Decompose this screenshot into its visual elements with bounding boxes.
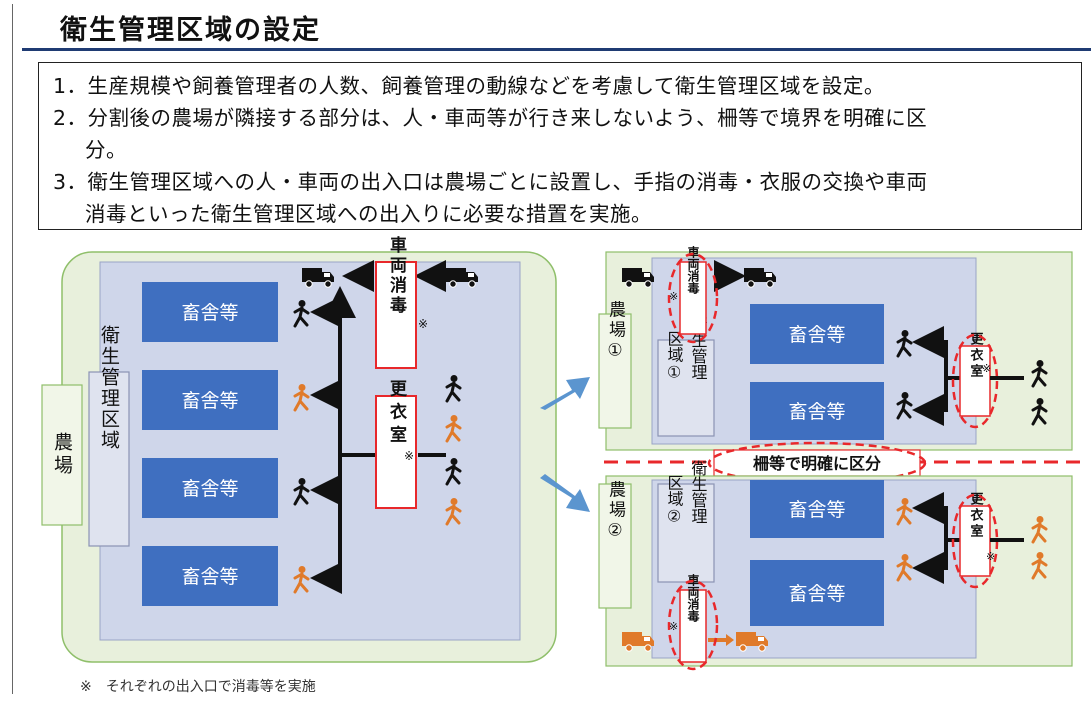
farm-2-barn-1-label: 畜舎等 bbox=[788, 499, 845, 521]
title-edge-line bbox=[12, 4, 13, 694]
farm-label-box bbox=[41, 384, 83, 526]
boundary-label-box bbox=[713, 449, 921, 477]
zone-label: 衛生管理区域 bbox=[98, 325, 120, 451]
note-mark: ※ bbox=[982, 362, 991, 375]
farm-2-disinfection-label: 車両消毒 bbox=[686, 573, 700, 623]
farm-label: 農場 bbox=[51, 432, 73, 478]
barn-2: 畜舎等 bbox=[142, 370, 278, 430]
farm-2-label: 農場② bbox=[605, 480, 626, 543]
farm-2-barn-1: 畜舎等 bbox=[750, 480, 884, 538]
farm-1-label: 農場① bbox=[605, 300, 626, 363]
rules-box: 1．生産規模や飼養管理者の人数、飼養管理の動線などを考慮して衛生管理区域を設定。… bbox=[38, 62, 1082, 230]
farm-2-label-box bbox=[598, 483, 632, 609]
farm-2-path-down bbox=[912, 540, 948, 584]
farm-1-label-box bbox=[598, 313, 632, 429]
zone-1-label-box bbox=[657, 339, 715, 437]
changing-room-label: 更衣室 bbox=[386, 379, 407, 448]
note-mark: ※ bbox=[404, 449, 414, 463]
farm-1-barn-1: 畜舎等 bbox=[750, 304, 884, 364]
boundary-highlight bbox=[707, 441, 927, 485]
rule-2: 2．分割後の農場が隣接する部分は、人・車両等が行き来しないよう、柵等で境界を明確… bbox=[53, 106, 928, 130]
farm-1-barn-1-label: 畜舎等 bbox=[788, 324, 845, 346]
note-mark: ※ bbox=[669, 620, 678, 633]
note-mark: ※ bbox=[669, 290, 678, 303]
note-mark: ※ bbox=[986, 550, 995, 563]
farm-1-barn-2-label: 畜舎等 bbox=[788, 401, 845, 423]
barn-1: 畜舎等 bbox=[142, 282, 278, 342]
farm-2-changing-room-label: 更衣室 bbox=[968, 492, 984, 540]
barn-4: 畜舎等 bbox=[142, 546, 278, 606]
zone-1-label-b: 区域① bbox=[665, 331, 684, 382]
changing-room-box bbox=[375, 395, 417, 509]
truck-flow-arrowhead bbox=[726, 634, 734, 646]
farm-1-disinfection-label: 車両消毒 bbox=[686, 245, 700, 295]
vehicle-disinfection-label: 車両消毒 bbox=[386, 235, 407, 316]
farm-2-path-up bbox=[912, 492, 948, 540]
barn-3: 畜舎等 bbox=[142, 458, 278, 518]
farm-2-disinfection-highlight bbox=[667, 579, 719, 671]
note-mark: ※ bbox=[418, 317, 428, 331]
farm-1-disinfection-box bbox=[679, 261, 707, 335]
zone-2-label-a: 衛生管理 bbox=[689, 460, 708, 524]
rule-1: 1．生産規模や飼養管理者の人数、飼養管理の動線などを考慮して衛生管理区域を設定。 bbox=[53, 74, 885, 98]
farm-1-changing-highlight bbox=[951, 333, 999, 429]
barn-3-label: 畜舎等 bbox=[181, 478, 238, 500]
farm-1-changing-room-box bbox=[959, 345, 991, 417]
zone-2-label-box bbox=[657, 483, 715, 583]
zone-2-label-b: 区域② bbox=[665, 475, 684, 526]
zone-label-box bbox=[88, 371, 130, 547]
rule-2-cont: 分。 bbox=[85, 138, 127, 162]
farm-2-barn-2: 畜舎等 bbox=[750, 560, 884, 626]
farm-1-barn-2: 畜舎等 bbox=[750, 382, 884, 440]
farm-2-changing-room-box bbox=[959, 505, 991, 577]
farm-1-disinfection-highlight bbox=[667, 252, 719, 344]
farm-1-changing-room-label: 更衣室 bbox=[968, 332, 984, 380]
barn-4-label: 畜舎等 bbox=[181, 566, 238, 588]
barn-2-label: 畜舎等 bbox=[181, 390, 238, 412]
rule-3: 3．衛生管理区域への人・車両の出入口は農場ごとに設置し、手指の消毒・衣服の交換や… bbox=[53, 170, 928, 194]
farm-2-barn-2-label: 畜舎等 bbox=[788, 583, 845, 605]
title-underline bbox=[22, 48, 1091, 51]
split-arrow-down bbox=[540, 474, 590, 512]
farm-1-path-down bbox=[912, 378, 948, 426]
vehicle-disinfection-box bbox=[375, 261, 417, 369]
footnote: ※ それぞれの出入口で消毒等を実施 bbox=[80, 679, 316, 695]
page-title: 衛生管理区域の設定 bbox=[60, 15, 321, 46]
split-arrow-up bbox=[540, 377, 590, 410]
farm-1-path-up bbox=[912, 326, 948, 378]
rule-3-cont: 消毒といった衛生管理区域への出入りに必要な措置を実施。 bbox=[85, 202, 652, 226]
farm-2-disinfection-box bbox=[679, 589, 707, 663]
boundary-label: 柵等で明確に区分 bbox=[753, 454, 881, 473]
barn-1-label: 畜舎等 bbox=[181, 302, 238, 324]
